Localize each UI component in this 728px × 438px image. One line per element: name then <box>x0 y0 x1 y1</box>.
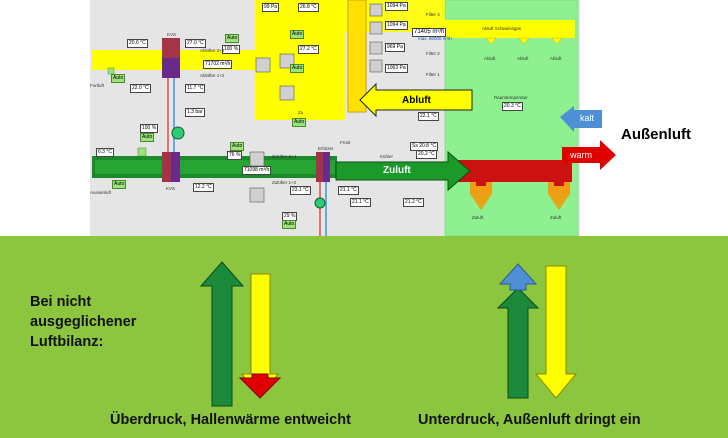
temp-readout: 23.1 °C <box>290 186 311 195</box>
aussenluft-label: Aussenluft <box>90 190 112 195</box>
temp-readout: 21.1 °C <box>350 198 371 207</box>
flow-max-label: max. 80000 m³/h <box>418 36 452 41</box>
temp-readout: 12.2 °C <box>193 183 214 192</box>
zuluft-arrow-label: Zuluft <box>383 165 411 176</box>
excess-down-arrow-left <box>238 373 282 399</box>
kvs-label: KVS <box>166 186 176 191</box>
flow-readout: 71405 m³/h <box>412 28 447 37</box>
kvs-label: KVS <box>167 32 177 37</box>
temp-readout: 6.3 °C <box>96 148 114 157</box>
percent-readout: 76 % <box>227 151 243 160</box>
auto-button[interactable]: Auto <box>225 34 240 43</box>
auto-button[interactable]: Auto <box>292 118 307 127</box>
abluft-diffuser-label: Abluft <box>550 56 562 61</box>
filter-pressure: 1063 Pa <box>385 64 408 73</box>
auto-button[interactable]: Auto <box>112 180 127 189</box>
kalt-arrow-label: kalt <box>580 113 595 123</box>
warm-arrow-label: warm <box>570 150 592 160</box>
fan-label: Zulüfter 1+2 <box>272 180 297 185</box>
temp-readout: 21.1 °C <box>338 186 359 195</box>
frost-label: Frost <box>340 140 351 145</box>
auto-button[interactable]: Auto <box>140 133 155 142</box>
filter-pressure: 1094 Pa <box>385 21 408 30</box>
exhaust-down-arrow-right <box>534 265 578 399</box>
temp-readout: 27.0 °C <box>185 39 206 48</box>
hvac-scada-diagram <box>90 0 616 236</box>
abluft-diffuser-label: Abluft <box>517 56 529 61</box>
zuluft-arrow <box>335 150 471 192</box>
supply-diffusers <box>470 180 570 210</box>
zu-label: Zu <box>298 110 304 115</box>
fan-label: Ablüfter 1+2 <box>200 73 225 78</box>
auto-button[interactable]: Auto <box>230 142 245 151</box>
pressure-readout: 99 Pa <box>262 3 280 12</box>
caption-overpressure: Überdruck, Hallenwärme entweicht <box>110 412 351 428</box>
supply-up-arrow-left <box>199 261 245 407</box>
scada-labels: 20.6 °C KVS 27.0 °C Auto 100 % Ablüfter … <box>90 2 691 229</box>
auto-button[interactable]: Auto <box>290 30 305 39</box>
exhaust-diffusers <box>485 37 563 45</box>
caption-underpressure: Unterdruck, Außenluft dringt ein <box>418 412 641 428</box>
filter-fans <box>369 3 383 73</box>
fortluft-label: Fortluft <box>90 83 105 88</box>
filter-pressure: 969 Pa <box>385 43 405 52</box>
fan-label: Zulüfter 3+4 <box>272 154 297 159</box>
flow-readout: 71702 m³/h <box>203 60 233 69</box>
pump-icon <box>314 197 326 209</box>
hall-supply-duct <box>452 160 572 182</box>
flow-readout: 71098 m³/h <box>242 166 272 175</box>
filter-label: Filter 4 <box>426 12 440 17</box>
supply-fans <box>249 151 265 203</box>
erhitzer-label: Erhitzer <box>318 146 334 151</box>
zuluft-diffuser-label: Zuluft <box>550 215 562 220</box>
pressure-readout: 1.3 bar <box>185 108 205 117</box>
temp-readout: 20.6 °C <box>127 39 148 48</box>
imbalance-text: Bei nicht ausgeglichener Luftbilanz: <box>30 294 137 350</box>
auto-button[interactable]: Auto <box>111 74 126 83</box>
kalt-arrow <box>560 106 602 132</box>
temp-readout: 27.2 °C <box>298 45 319 54</box>
percent-readout: 100 % <box>222 45 241 54</box>
filter-pressure: 1094 Pa <box>385 2 408 11</box>
abluft-diffuser-label: Abluft <box>484 56 496 61</box>
temp-readout: 21.2 °C <box>403 198 424 207</box>
raumtemp-readout: 20.3 °C <box>502 102 523 111</box>
pressure-arrows-diagram <box>199 261 578 407</box>
aussenluft-title: Außenluft <box>621 126 691 143</box>
percent-readout: 100 % <box>140 124 159 133</box>
temp-readout: 22.0 °C <box>130 84 151 93</box>
temp-readout: 26.8 °C <box>298 3 319 12</box>
explanation-panel: Bei nicht ausgeglichener Luftbilanz: Übe… <box>0 236 728 438</box>
zuluft-diffuser-label: Zuluft <box>472 215 484 220</box>
abluft-schweissgas-label: Abluft Schweissgas <box>482 26 522 31</box>
warm-arrow <box>562 140 616 170</box>
temp-readout: 22.1 °C <box>418 112 439 121</box>
inflow-up-arrow-right <box>498 263 538 291</box>
temp-readout: 11.7 °C <box>185 84 206 93</box>
auto-button[interactable]: Auto <box>282 220 297 229</box>
fan-label: Ablüfter 3+4 <box>200 48 225 53</box>
filter-bank <box>347 0 367 113</box>
filter-label: Filter 2 <box>426 51 440 56</box>
raumtemp-label: Raumtemperatur <box>494 95 528 100</box>
auto-button[interactable]: Auto <box>290 64 305 73</box>
abluft-arrow-label: Abluft <box>402 95 431 106</box>
filter-label: Filter 1 <box>426 72 440 77</box>
abluft-arrow <box>359 82 473 118</box>
pump-icon <box>171 126 185 140</box>
kuehler-label: Kühler <box>380 154 394 159</box>
temp-readout: 20.2 °C <box>416 150 437 159</box>
supply-up-arrow-right <box>496 287 540 399</box>
